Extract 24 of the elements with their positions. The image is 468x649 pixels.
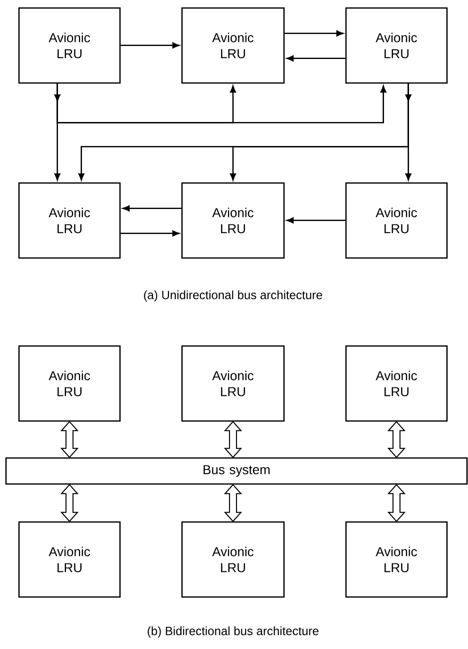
arrow [286,217,346,224]
unit-box: Avionic LRU [181,345,285,422]
arrow [286,55,346,62]
arrow [54,84,60,180]
unit-box: Avionic LRU [181,521,285,598]
unit-box: Avionic LRU [345,345,448,422]
arrow [120,42,180,48]
arrow [120,230,180,236]
caption: (a) Unidirectional bus architecture [144,290,322,302]
unit-box: Avionic LRU [18,7,121,84]
arrow [405,84,412,180]
unit-box: Avionic LRU [18,521,121,598]
arrow [56,84,386,124]
unit-box: Avionic LRU [18,182,121,259]
bus-bar: Bus system [5,457,468,485]
unit-box: Avionic LRU [18,345,121,422]
unit-box: Avionic LRU [345,182,448,259]
unit-box: Avionic LRU [345,521,448,598]
unit-box: Avionic LRU [345,7,448,84]
caption: (b) Bidirectional bus architecture [148,626,318,638]
unit-box: Avionic LRU [181,182,285,259]
arrow [122,205,182,212]
unit-box: Avionic LRU [181,7,285,84]
arrow [284,30,344,36]
